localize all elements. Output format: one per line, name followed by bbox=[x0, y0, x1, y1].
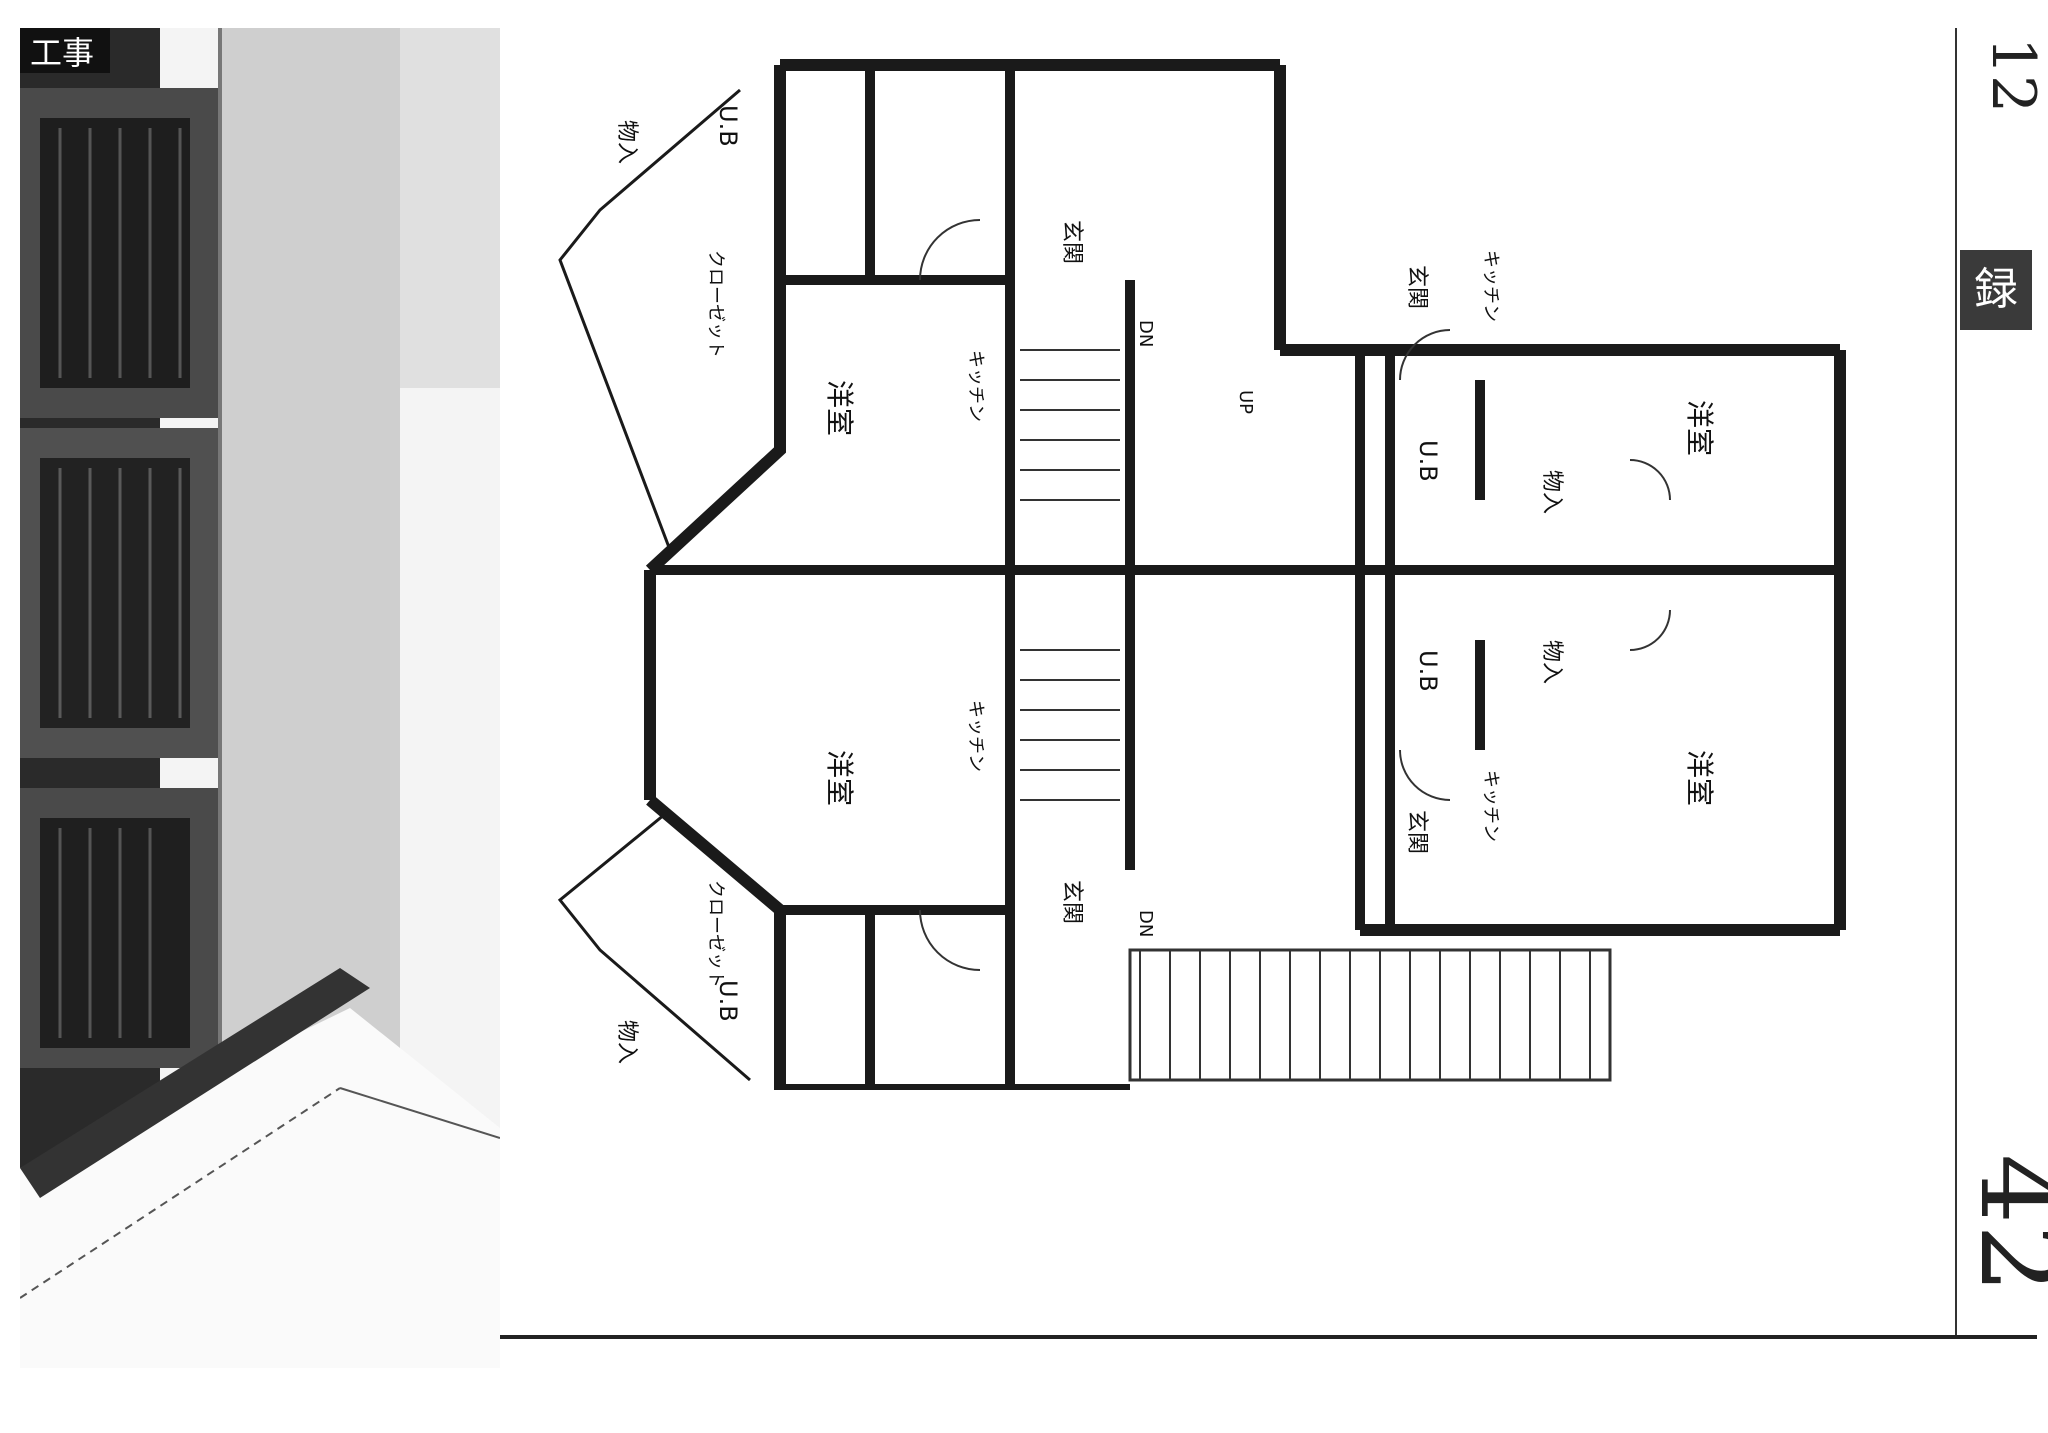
room-label: 洋室 bbox=[823, 750, 856, 806]
corner-note: 12 bbox=[1978, 36, 2048, 114]
room-label: 洋室 bbox=[1683, 400, 1716, 456]
bath-label: U.B bbox=[1414, 440, 1442, 482]
kitchen-label: キッチン bbox=[1480, 250, 1501, 322]
floor-plan: 物入 U.B 洋室 キッチン 玄関 クローゼット 物入 U.B 洋室 キッチン … bbox=[557, 59, 1846, 1090]
bath-label: U.B bbox=[714, 980, 742, 1022]
entrance-label: 玄関 bbox=[1404, 810, 1429, 854]
photo-sign-text: 工事 bbox=[30, 34, 94, 72]
stairs-label: UP bbox=[1235, 390, 1256, 414]
closet-label: クローゼット bbox=[705, 250, 726, 358]
storage-label: 物入 bbox=[1539, 470, 1564, 514]
page-number: 42 bbox=[1955, 1154, 2048, 1294]
room-label: 洋室 bbox=[823, 380, 856, 436]
record-stamp: 録 bbox=[1960, 250, 2032, 330]
stairs-label: DN bbox=[1135, 910, 1156, 937]
bath-label: U.B bbox=[714, 105, 742, 147]
kitchen-label: キッチン bbox=[965, 700, 986, 772]
bath-label: U.B bbox=[1414, 650, 1442, 692]
stairs-label: DN bbox=[1135, 320, 1156, 347]
margin-rule bbox=[1955, 28, 1957, 1338]
entrance-label: 玄関 bbox=[1404, 265, 1429, 309]
entrance-label: 玄関 bbox=[1059, 220, 1084, 264]
entrance-label: 玄関 bbox=[1059, 880, 1084, 924]
storage-label: 物入 bbox=[614, 120, 639, 164]
bottom-rule bbox=[500, 1335, 2037, 1339]
room-label: 洋室 bbox=[1683, 750, 1716, 806]
building-photo: 工事 bbox=[20, 28, 500, 1368]
kitchen-label: キッチン bbox=[1480, 770, 1501, 842]
storage-label: 物入 bbox=[614, 1020, 639, 1064]
kitchen-label: キッチン bbox=[965, 350, 986, 422]
storage-label: 物入 bbox=[1539, 640, 1564, 684]
closet-label: クローゼット bbox=[705, 880, 726, 988]
